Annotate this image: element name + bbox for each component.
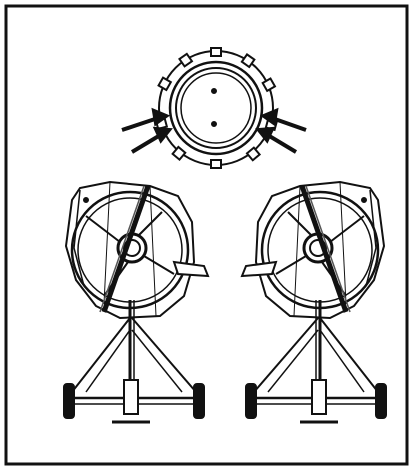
arrow-icon xyxy=(121,107,307,154)
mixer-stand-right xyxy=(240,180,387,424)
mixer-stand-left xyxy=(63,180,210,424)
